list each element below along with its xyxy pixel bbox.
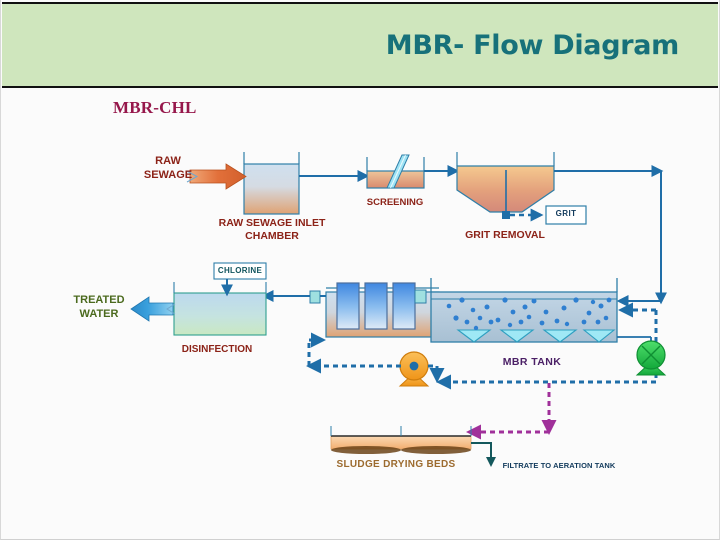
label-raw-sewage: RAW SEWAGE [143,155,193,181]
valve-mbr-outlet [414,289,427,304]
label-chlorine: CHLORINE [217,266,263,275]
pipe-grit-to-mbr [554,165,667,307]
label-grit-removal: GRIT REMOVAL [465,229,545,241]
mbr-tank [430,278,618,343]
screening-unit [345,154,425,189]
grit-box [545,205,587,225]
raw-sewage-inflow-arrow [186,163,247,190]
pipe-filtrate-return [471,442,496,467]
valve-membrane-outlet [309,290,321,304]
diffuser [542,329,578,343]
air-blower [635,340,667,376]
label-filtrate-to-aeration-tank: FILTRATE TO AERATION TANK [502,461,616,470]
raw-sewage-inlet-chamber [243,152,300,215]
membrane-module [364,282,388,330]
aeration-bubbles [446,297,612,331]
diffuser [499,329,535,343]
label-grit: GRIT [555,209,577,218]
disinfection-tank [173,282,267,336]
recirculation-pump [398,351,430,387]
label-treated-water: TREATED WATER [73,294,125,320]
diffuser [456,329,492,343]
page-title: MBR- Flow Diagram [385,30,680,61]
title-band [2,2,718,88]
pipe-waste-sludge-to-beds [466,383,557,440]
bar-screen-icon [386,154,410,189]
pipe-sludge-recirculation [306,332,445,383]
sludge-drying-beds [330,426,472,454]
treated-water-outflow-arrow [130,296,176,322]
subtitle: MBR-CHL [113,98,197,117]
membrane-module [336,282,360,330]
diffuser [582,329,616,343]
chlorine-dosing-box [213,262,267,297]
label-sludge-drying-beds: SLUDGE DRYING BEDS [336,459,456,470]
label-raw-sewage-inlet-chamber: RAW SEWAGE INLET CHAMBER [218,217,326,243]
label-disinfection: DISINFECTION [181,344,253,355]
label-screening: SCREENING [366,197,424,208]
grit-removal-unit [456,152,555,219]
membrane-module [392,282,416,330]
label-mbr-tank: MBR TANK [502,356,562,368]
